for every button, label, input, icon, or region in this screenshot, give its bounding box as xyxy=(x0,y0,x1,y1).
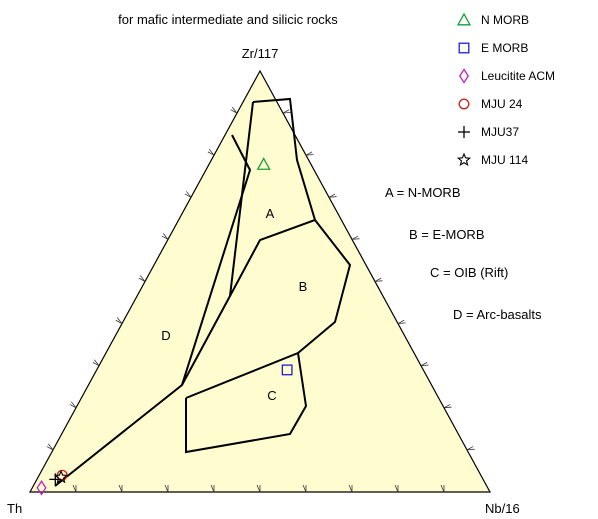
axis-tick xyxy=(397,322,406,324)
data-point-e-morb xyxy=(281,364,293,376)
axis-tick xyxy=(116,317,123,324)
legend-label: E MORB xyxy=(481,41,529,55)
axis-tick xyxy=(161,235,169,240)
axis-tick xyxy=(231,106,238,114)
legend-item: MJU 114 xyxy=(453,146,555,174)
field-key-2: C = OIB (Rift) xyxy=(430,265,508,280)
field-boundary xyxy=(185,219,352,399)
axis-tick xyxy=(230,109,238,114)
field-key-0: A = N-MORB xyxy=(385,185,461,200)
axis-tick xyxy=(118,484,123,493)
field-boundary xyxy=(54,134,252,487)
field-label-c: C xyxy=(267,388,276,403)
legend-label: N MORB xyxy=(481,13,529,27)
axis-tick xyxy=(466,448,475,451)
legend-marker-square-icon xyxy=(458,42,470,54)
legend-marker xyxy=(458,98,470,110)
axis-tick xyxy=(443,404,451,409)
axis-tick xyxy=(46,446,54,451)
axis-tick xyxy=(139,275,146,282)
axis-tick xyxy=(69,404,77,409)
axis-tick xyxy=(466,446,474,451)
legend-label: MJU 114 xyxy=(481,153,529,167)
legend-marker-plus-icon xyxy=(458,126,470,138)
axis-tick xyxy=(328,196,337,198)
axis-tick xyxy=(440,484,445,493)
axis-tick xyxy=(374,280,383,282)
field-label-a: A xyxy=(266,206,275,221)
axis-tick xyxy=(92,361,100,367)
axis-tick xyxy=(420,364,429,367)
axis-tick xyxy=(185,191,192,198)
axis-tick xyxy=(443,406,452,409)
legend-item: E MORB xyxy=(453,34,555,62)
axis-tick xyxy=(162,233,169,240)
legend-marker xyxy=(456,152,472,167)
axis-tick xyxy=(72,484,77,493)
field-boundary xyxy=(185,352,308,454)
data-point-n-morb xyxy=(256,157,271,170)
legend-label: Leucitite ACM xyxy=(481,69,556,83)
legend-marker xyxy=(459,68,469,84)
axis-tick xyxy=(207,151,215,156)
axis-tick xyxy=(256,484,261,493)
axis-tick xyxy=(351,235,359,240)
legend-marker-diamond-icon xyxy=(459,68,469,84)
axis-tick xyxy=(305,154,314,156)
axis-tick xyxy=(397,319,405,324)
legend-item: MJU 24 xyxy=(453,90,555,118)
axis-tick xyxy=(47,443,54,451)
legend-marker xyxy=(456,12,472,26)
axis-tick xyxy=(305,151,313,156)
axis-tick xyxy=(302,484,307,493)
legend-marker-circle-icon xyxy=(458,98,470,110)
field-label-d: D xyxy=(161,328,170,343)
legend-label: MJU 24 xyxy=(481,97,523,111)
ternary-frame xyxy=(28,69,492,493)
axis-tick xyxy=(208,148,215,156)
axis-tick xyxy=(70,401,77,409)
legend-marker xyxy=(458,42,470,54)
legend-item: MJU37 xyxy=(453,118,555,146)
axis-tick xyxy=(374,277,382,282)
vertex-label-top: Zr/117 xyxy=(242,46,279,61)
axis-tick xyxy=(210,484,215,493)
axis-tick xyxy=(351,238,360,240)
axis-tick xyxy=(184,193,192,198)
axis-tick xyxy=(282,111,291,114)
axis-tick xyxy=(93,359,100,366)
legend-item: N MORB xyxy=(453,6,555,34)
legend-marker-triangle-icon xyxy=(456,12,472,26)
field-key-1: B = E-MORB xyxy=(409,227,485,242)
vertex-label-right: Nb/16 xyxy=(485,501,520,516)
field-label-b: B xyxy=(299,279,308,294)
legend-marker xyxy=(458,126,470,138)
legend-marker-star-icon xyxy=(456,152,472,167)
axis-tick xyxy=(115,319,123,324)
axis-tick xyxy=(420,361,428,367)
axis-tick xyxy=(348,484,353,493)
vertex-label-left: Th xyxy=(7,501,22,516)
chart-title: for mafic intermediate and silicic rocks xyxy=(118,12,338,27)
legend-label: MJU37 xyxy=(481,125,520,139)
axis-tick xyxy=(138,277,146,282)
axis-tick xyxy=(394,484,399,493)
axis-tick xyxy=(328,193,336,198)
data-point-leucitite-acm xyxy=(36,479,47,496)
axis-tick xyxy=(164,484,169,493)
field-boundary xyxy=(229,101,254,297)
data-point-mju-114 xyxy=(53,469,69,484)
legend-item: Leucitite ACM xyxy=(453,62,555,90)
field-key-3: D = Arc-basalts xyxy=(453,307,542,322)
axis-tick xyxy=(282,109,290,114)
